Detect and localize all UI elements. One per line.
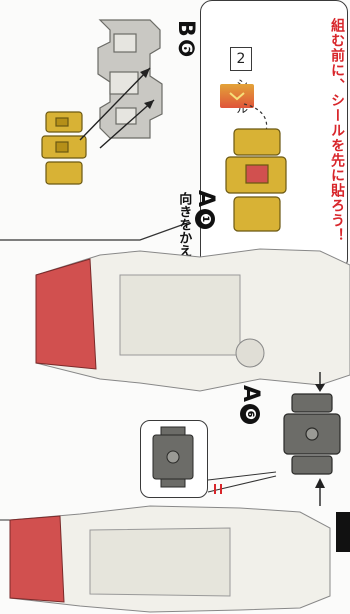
step-label-b6: B❻ bbox=[173, 20, 198, 58]
callout-pointer bbox=[207, 471, 277, 493]
sticker-tip-heading: 組む前に、シールを先に貼ろう！ bbox=[329, 18, 345, 243]
orientation-mark-icon bbox=[214, 484, 222, 494]
lower-leg-illustration bbox=[9, 505, 331, 613]
assembly-arrow bbox=[79, 67, 155, 149]
step-label-a6: A❻ bbox=[238, 385, 263, 425]
gray-part-detail-icon bbox=[152, 426, 194, 488]
upper-leg-illustration bbox=[35, 248, 350, 392]
assembly-arrows-a6 bbox=[315, 372, 325, 506]
step-label-a1: A❶ bbox=[193, 190, 218, 230]
page-corner-tab bbox=[336, 512, 350, 552]
frame-part-b6-illustration bbox=[97, 19, 163, 139]
gray-part-a6-illustration bbox=[283, 393, 341, 475]
yellow-part-a1-illustration bbox=[225, 128, 287, 232]
sticker-sheet-number: 2 bbox=[230, 47, 252, 71]
yellow-part-b6-illustration bbox=[41, 111, 87, 185]
part-detail-callout bbox=[140, 420, 208, 498]
sticker-swatch-icon bbox=[220, 84, 254, 108]
